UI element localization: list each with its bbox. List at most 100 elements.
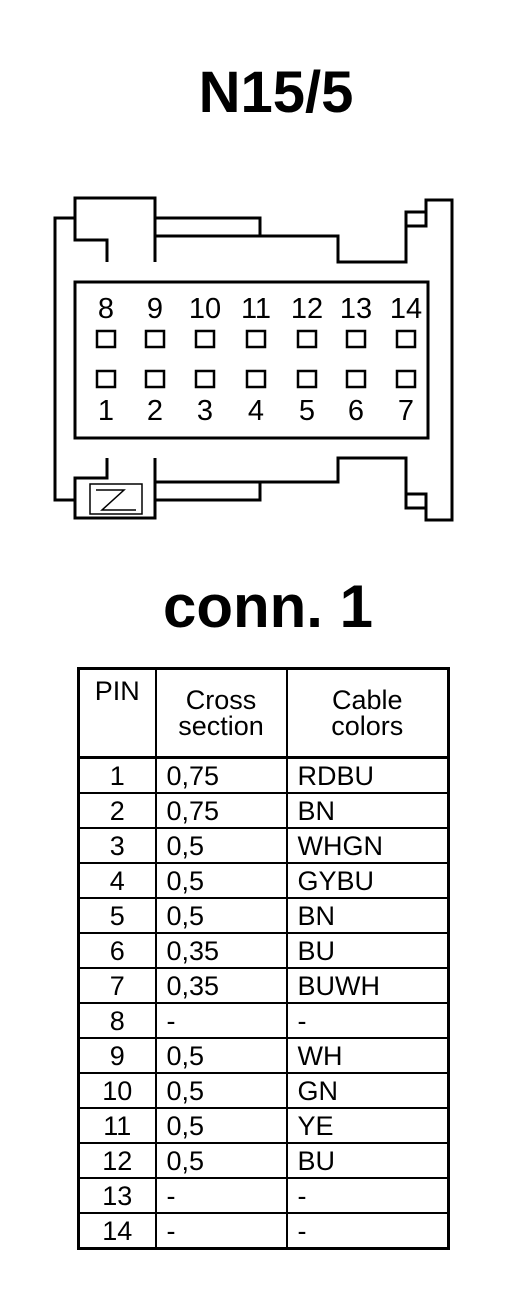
pin-label: 2: [147, 395, 163, 427]
cross-section-cell: 0,5: [154, 897, 288, 934]
cross-section-cell: -: [154, 1212, 288, 1250]
pin-label: 13: [340, 293, 372, 325]
cable-color-cell: WH: [285, 1037, 450, 1074]
pin-number-cell: 2: [77, 792, 157, 829]
cross-section-cell: 0,5: [154, 827, 288, 864]
pin-label: 7: [398, 395, 414, 427]
pin-label: 4: [248, 395, 264, 427]
table-row: 13--: [77, 1177, 450, 1214]
pin-number-cell: 5: [77, 897, 157, 934]
header-cross-line1: Cross: [185, 685, 257, 715]
cable-color-cell: WHGN: [285, 827, 450, 864]
cable-color-cell: BN: [285, 897, 450, 934]
pin-number-cell: 10: [77, 1072, 157, 1109]
pin-label: 9: [147, 293, 163, 325]
pin-contact: [296, 369, 318, 389]
header-cross-line2: section: [178, 711, 264, 741]
cross-section-cell: 0,5: [154, 1107, 288, 1144]
cable-color-cell: BN: [285, 792, 450, 829]
connector-subtitle: conn. 1: [162, 573, 374, 640]
pin-contact: [395, 329, 417, 349]
cable-color-cell: BU: [285, 932, 450, 969]
cross-section-cell: 0,35: [154, 932, 288, 969]
pin-contact: [345, 329, 367, 349]
bottom-row-pins: 1 2 3 4 5 6 7: [95, 369, 417, 427]
pin-contact: [245, 369, 267, 389]
pin-contact: [194, 329, 216, 349]
pin-number-cell: 13: [77, 1177, 157, 1214]
pin-contact: [245, 329, 267, 349]
pin-number-cell: 7: [77, 967, 157, 1004]
cable-color-cell: -: [285, 1002, 450, 1039]
pin-contact: [144, 329, 166, 349]
table-header-row: PIN Cross section Cable colors: [77, 667, 450, 759]
header-cross-section: Cross section: [154, 667, 288, 759]
cross-section-cell: 0,75: [154, 756, 288, 794]
connector-left-inner-edge: [73, 218, 109, 262]
pin-number-cell: 6: [77, 932, 157, 969]
table-row: 8--: [77, 1002, 450, 1039]
pin-number-cell: 11: [77, 1107, 157, 1144]
pin-contact: [144, 369, 166, 389]
cross-section-cell: 0,35: [154, 967, 288, 1004]
pin-label: 3: [197, 395, 213, 427]
pin-label: 10: [189, 293, 221, 325]
cross-section-cell: 0,75: [154, 792, 288, 829]
pin-number-cell: 4: [77, 862, 157, 899]
cable-color-cell: -: [285, 1212, 450, 1250]
header-pin: PIN: [77, 667, 157, 759]
cable-color-cell: GN: [285, 1072, 450, 1109]
cable-color-cell: YE: [285, 1107, 450, 1144]
connector-title: N15/5: [198, 60, 354, 125]
cross-section-cell: 0,5: [154, 1072, 288, 1109]
pin-number-cell: 14: [77, 1212, 157, 1250]
pin-label: 14: [390, 293, 422, 325]
cross-section-cell: -: [154, 1002, 288, 1039]
cable-color-cell: -: [285, 1177, 450, 1214]
header-cable-colors: Cable colors: [285, 667, 450, 759]
cable-color-cell: GYBU: [285, 862, 450, 899]
pin-label: 6: [348, 395, 364, 427]
pin-number-cell: 8: [77, 1002, 157, 1039]
pin-label: 12: [291, 293, 323, 325]
cable-color-cell: RDBU: [285, 756, 450, 794]
pin-number-cell: 1: [77, 756, 157, 794]
cable-color-cell: BUWH: [285, 967, 450, 1004]
pin-contact: [296, 329, 318, 349]
header-color-line1: Cable: [331, 685, 403, 715]
cross-section-cell: 0,5: [154, 862, 288, 899]
pin-label: 11: [241, 293, 271, 325]
pin-number-cell: 12: [77, 1142, 157, 1179]
cross-section-cell: 0,5: [154, 1142, 288, 1179]
connector-right-inner-edge: [406, 212, 428, 228]
pin-contact: [395, 369, 417, 389]
pin-label: 5: [299, 395, 315, 427]
pin-contact: [95, 369, 117, 389]
connector-diagram: [53, 196, 454, 522]
pin-contact: [194, 369, 216, 389]
top-row-pins: 8 9 10 11 12 13 14: [95, 293, 422, 349]
pin-label: 1: [98, 395, 114, 427]
connector-left-inner-edge-bottom: [73, 458, 109, 500]
header-color-line2: colors: [331, 711, 404, 741]
header-pin-label: PIN: [94, 676, 140, 706]
connector-right-inner-edge-bottom: [406, 492, 428, 508]
pin-contact: [95, 329, 117, 349]
table-row: 14--: [77, 1212, 450, 1250]
coding-key-mark: [89, 483, 143, 515]
pin-number-cell: 9: [77, 1037, 157, 1074]
pin-label: 8: [98, 293, 114, 325]
